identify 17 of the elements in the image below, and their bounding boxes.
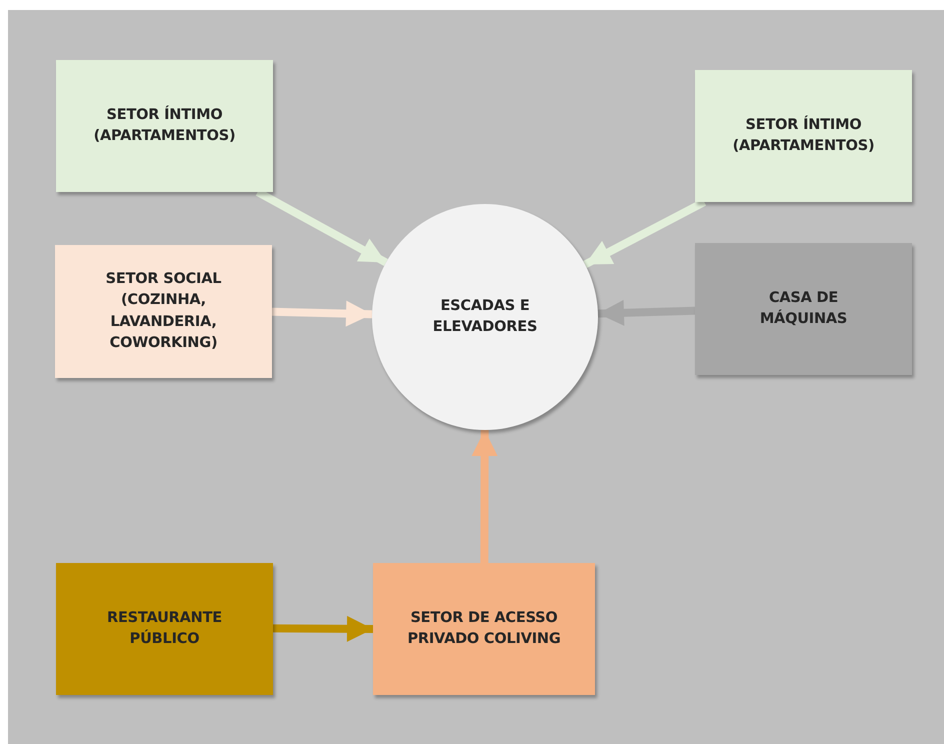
process-box: [56, 60, 273, 192]
node-label: ESCADAS E ELEVADORES: [432, 296, 538, 337]
node-label: SETOR ÍNTIMO (APARTAMENTOS): [92, 104, 236, 146]
node-label: SETOR ÍNTIMO (APARTAMENTOS): [732, 114, 876, 156]
process-box: [56, 563, 273, 695]
node-label: RESTAURANTE PÚBLICO: [106, 608, 223, 649]
process-box: [55, 245, 272, 378]
node-label: SETOR SOCIAL (COZINHA, LAVANDERIA, COWORKING): [104, 270, 222, 353]
node-label: SETOR DE ACESSO PRIVADO COLIVING: [406, 608, 562, 649]
arrow: [472, 430, 498, 564]
process-box: [373, 563, 595, 695]
arrow: [598, 300, 696, 326]
process-box: [695, 70, 912, 202]
arrow: [272, 616, 374, 642]
arrow: [272, 300, 372, 327]
node-label: CASA DE MÁQUINAS: [758, 288, 848, 329]
process-box: [695, 243, 912, 375]
